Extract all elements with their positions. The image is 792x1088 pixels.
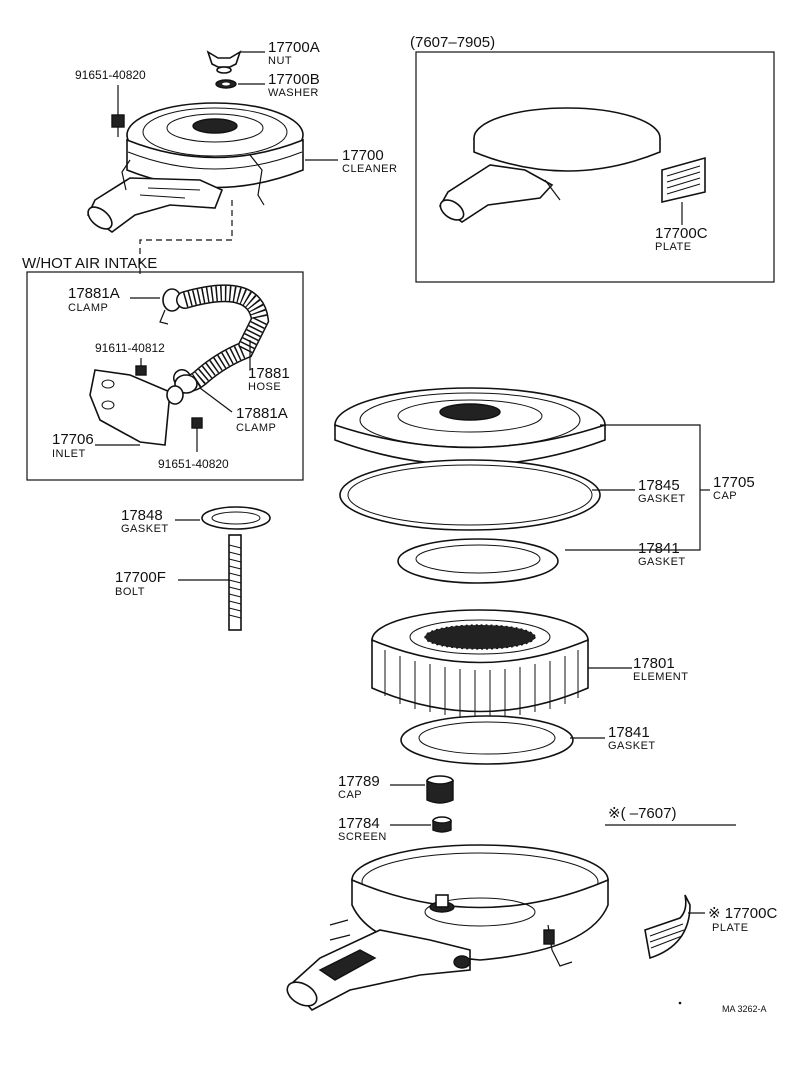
- label-17841-upper-name: GASKET: [638, 556, 686, 568]
- gasket-17845-drawing: [339, 459, 601, 531]
- header-note-period: ※( –7607): [608, 805, 676, 822]
- label-17848-name: GASKET: [121, 523, 169, 535]
- label-91651-top: 91651-40820: [75, 68, 146, 82]
- dot-mark: [678, 1001, 682, 1005]
- header-hot-air: W/HOT AIR INTAKE: [22, 255, 157, 272]
- cap-drawing: [334, 387, 606, 466]
- label-17801-num: 17801: [633, 655, 675, 672]
- label-17881-num: 17881: [248, 365, 290, 382]
- label-17789-name: CAP: [338, 789, 362, 801]
- header-alt-period: (7607–7905): [410, 34, 495, 51]
- label-17881A-lower-name: CLAMP: [236, 422, 276, 434]
- footer-code: MA 3262-A: [722, 1004, 767, 1014]
- label-17700A-num: 17700A: [268, 39, 320, 56]
- label-17881A-upper-name: CLAMP: [68, 302, 108, 314]
- label-17705-num: 17705: [713, 474, 755, 491]
- label-17705-name: CAP: [713, 490, 737, 502]
- label-17700-num: 17700: [342, 147, 384, 164]
- gasket-17841-lower-drawing: [400, 715, 574, 765]
- label-17801-name: ELEMENT: [633, 671, 688, 683]
- label-17700A-name: NUT: [268, 55, 292, 67]
- label-17841-lower-name: GASKET: [608, 740, 656, 752]
- label-17881A-lower-num: 17881A: [236, 405, 288, 422]
- label-17700-name: CLEANER: [342, 163, 397, 175]
- label-17841-lower-num: 17841: [608, 724, 650, 741]
- label-17841-upper-num: 17841: [638, 540, 680, 557]
- label-17845-num: 17845: [638, 477, 680, 494]
- label-17700F-num: 17700F: [115, 569, 166, 586]
- alt-period-box: [415, 51, 775, 283]
- label-91611: 91611-40812: [95, 341, 165, 355]
- assembled-cleaner-drawing: [86, 50, 304, 275]
- label-17848-num: 17848: [121, 507, 163, 524]
- label-17700C-note-num: ※ 17700C: [708, 905, 777, 922]
- label-17700B-name: WASHER: [268, 87, 319, 99]
- leaders-right: [565, 424, 710, 739]
- alt-cleaner-drawing: [438, 107, 706, 225]
- label-91651-lower: 91651-40820: [158, 457, 229, 471]
- housing-drawing: [286, 844, 705, 1012]
- label-17700C-note-name: PLATE: [712, 922, 749, 934]
- hot-air-drawing: [89, 284, 270, 452]
- label-17706-name: INLET: [52, 448, 86, 460]
- label-17845-name: GASKET: [638, 493, 686, 505]
- gasket-bolt-drawing: [175, 506, 271, 631]
- label-17700F-name: BOLT: [115, 586, 145, 598]
- cap-screen-drawing: [390, 775, 454, 833]
- label-17881-name: HOSE: [248, 381, 281, 393]
- leaders-hot-air: [95, 297, 251, 446]
- element-drawing: [371, 609, 589, 718]
- label-17789-num: 17789: [338, 773, 380, 790]
- label-17700C-alt-name: PLATE: [655, 241, 692, 253]
- label-17784-num: 17784: [338, 815, 380, 832]
- label-17706-num: 17706: [52, 431, 94, 448]
- gasket-17841-upper-drawing: [397, 538, 559, 584]
- label-17700C-alt-num: 17700C: [655, 225, 708, 242]
- hot-air-box: [26, 271, 304, 481]
- leaders-top-left: [117, 51, 338, 161]
- label-17784-name: SCREEN: [338, 831, 387, 843]
- label-17700B-num: 17700B: [268, 71, 320, 88]
- label-17881A-upper-num: 17881A: [68, 285, 120, 302]
